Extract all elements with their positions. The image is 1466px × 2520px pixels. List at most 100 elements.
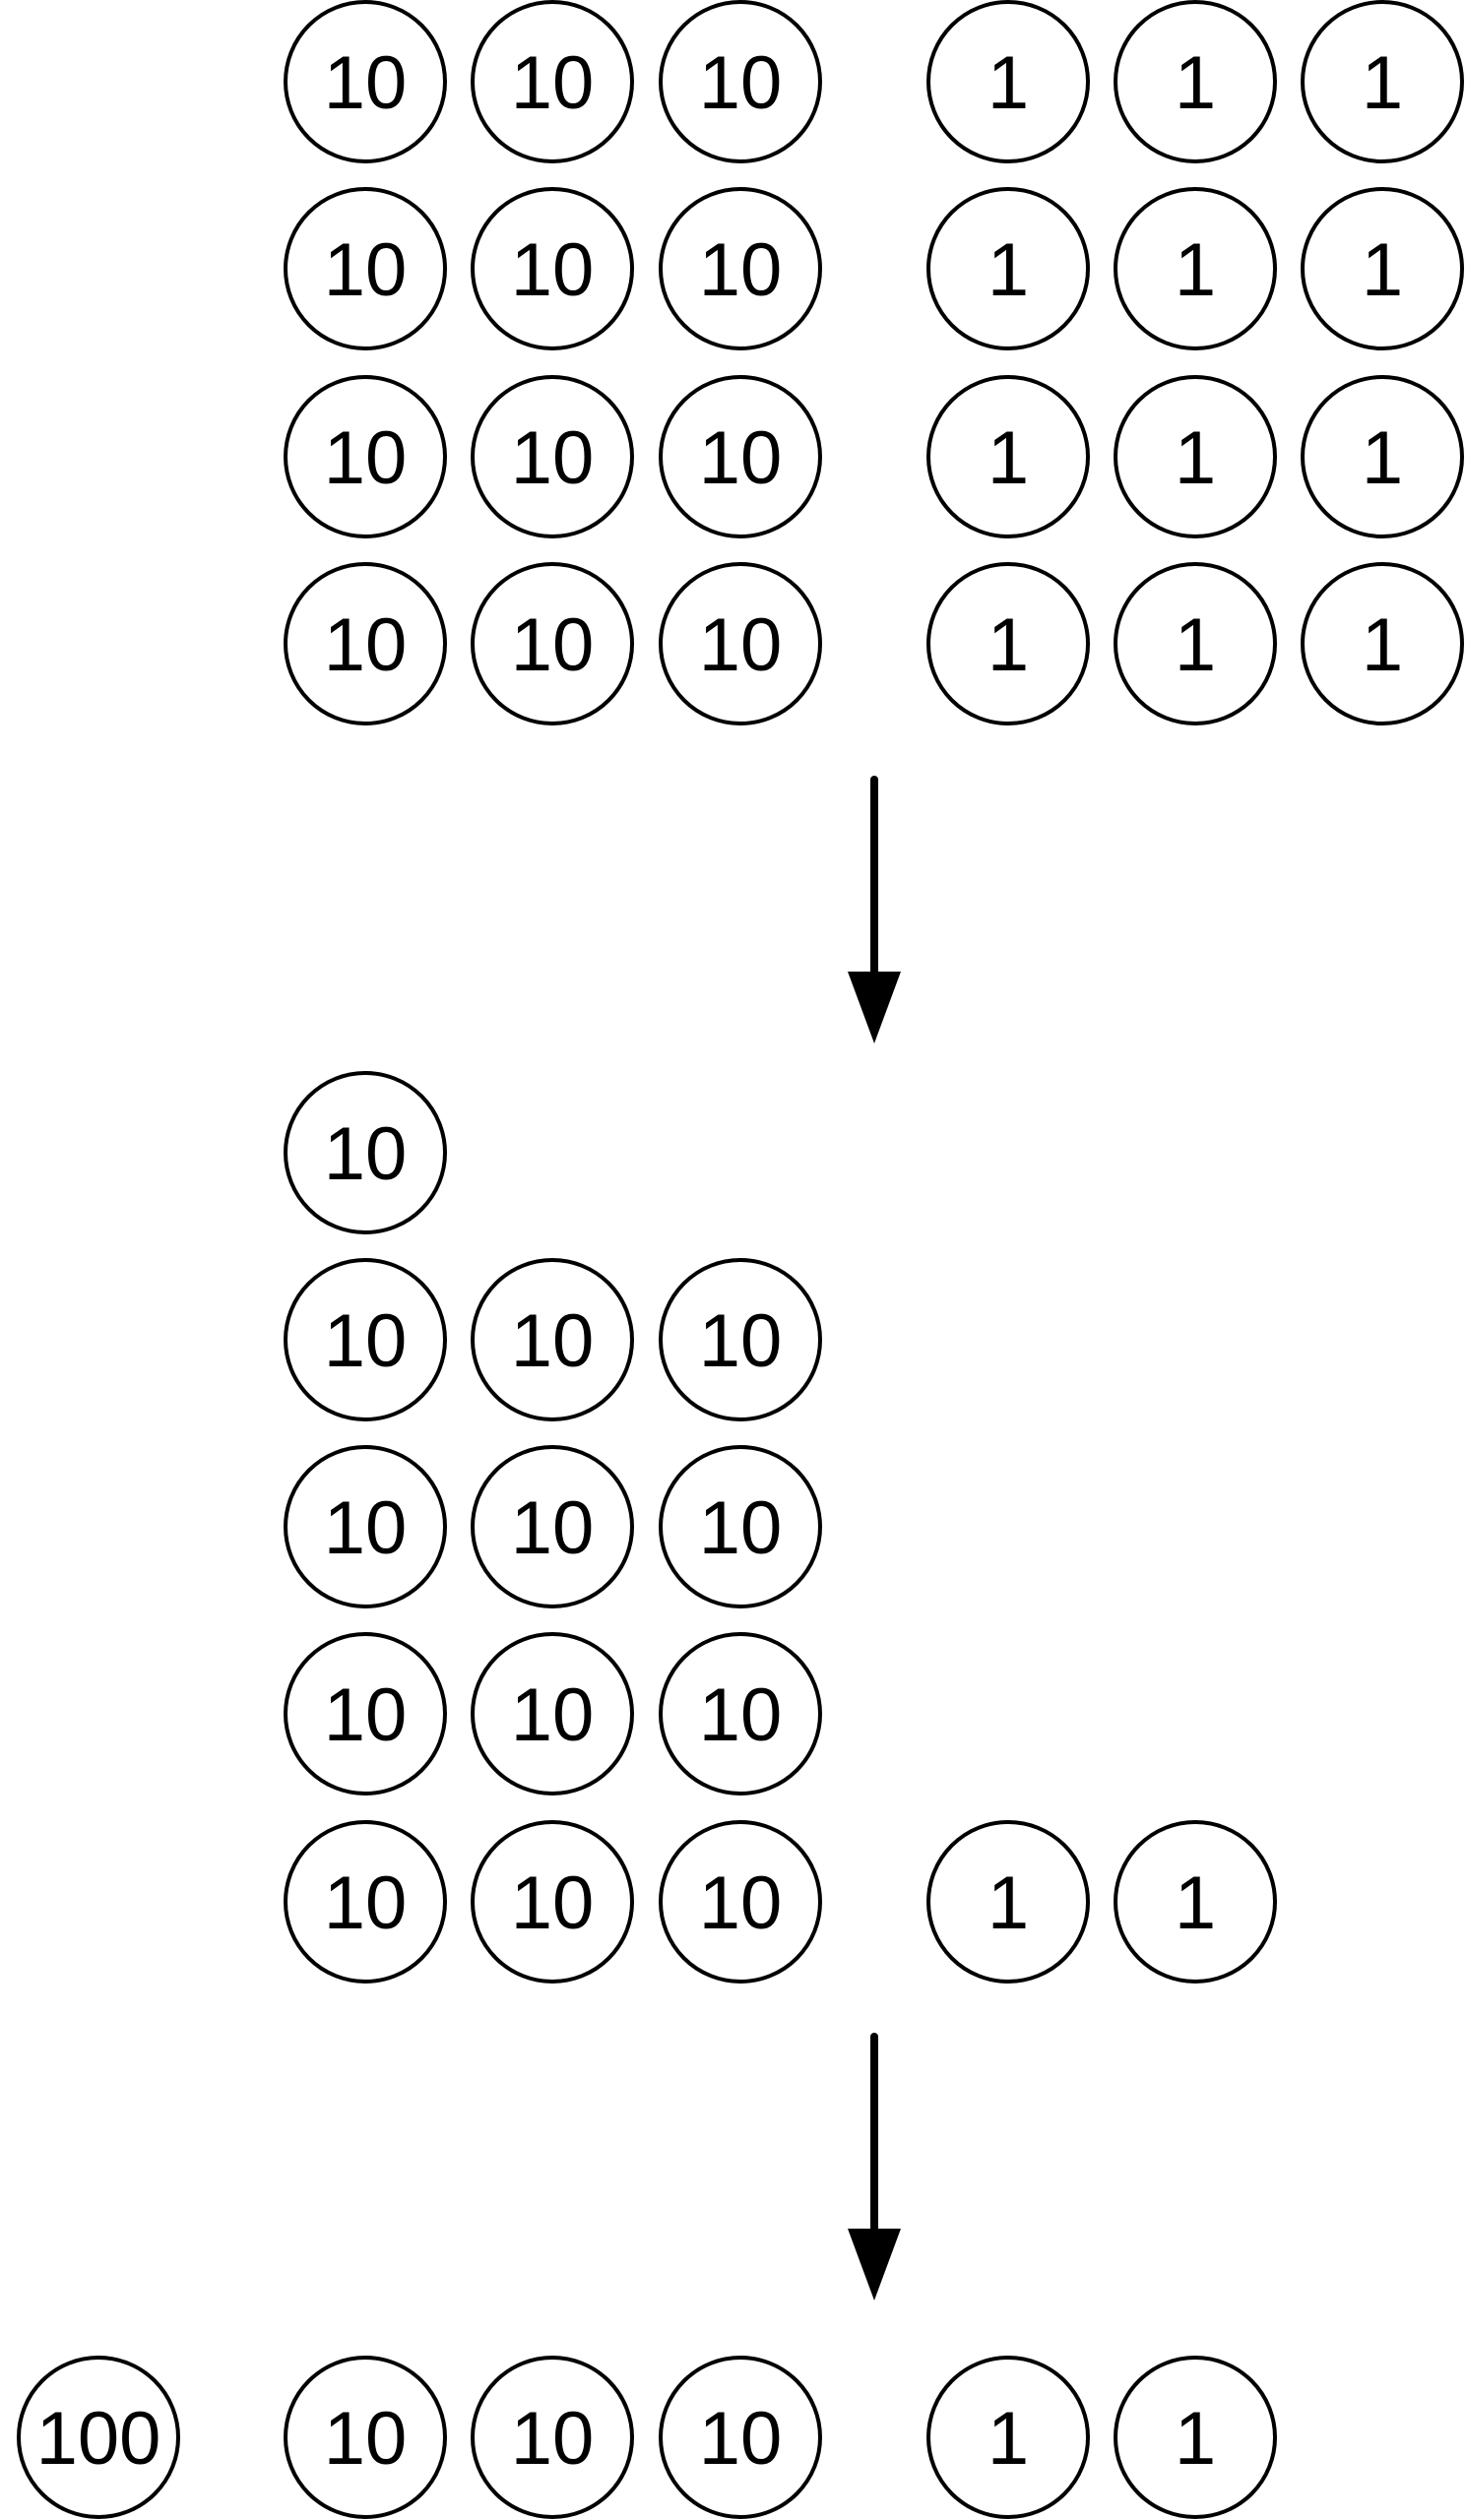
one-disc: 1 — [1301, 562, 1464, 725]
disc-outline — [1114, 2356, 1277, 2519]
disc-outline — [926, 0, 1090, 163]
disc-value: 10 — [324, 1486, 408, 1570]
disc-value: 1 — [988, 603, 1029, 687]
disc-value: 10 — [324, 1861, 408, 1945]
ten-disc: 10 — [659, 562, 822, 725]
ten-disc: 10 — [471, 1820, 634, 1984]
disc-value: 10 — [511, 228, 595, 312]
disc-outline — [1114, 1820, 1277, 1984]
disc-outline — [926, 1820, 1090, 1984]
disc-value: 1 — [1175, 41, 1216, 125]
disc-outline — [284, 2356, 447, 2519]
disc-outline — [1301, 375, 1464, 538]
disc-outline — [659, 1258, 822, 1421]
disc-outline — [1301, 187, 1464, 350]
disc-value: 1 — [1362, 228, 1403, 312]
one-disc: 1 — [1114, 1820, 1277, 1984]
disc-value: 10 — [699, 1861, 783, 1945]
one-disc: 1 — [1114, 0, 1277, 163]
disc-outline — [659, 1445, 822, 1608]
ten-disc: 10 — [659, 375, 822, 538]
disc-value: 1 — [1362, 416, 1403, 500]
disc-outline — [659, 562, 822, 725]
one-disc: 1 — [1301, 375, 1464, 538]
disc-outline — [284, 1258, 447, 1421]
disc-value: 10 — [699, 1299, 783, 1383]
disc-value: 10 — [324, 1673, 408, 1757]
disc-value: 1 — [1175, 1861, 1216, 1945]
disc-value: 1 — [988, 41, 1029, 125]
down-arrow-icon — [848, 776, 901, 1043]
ten-disc: 10 — [659, 1820, 822, 1984]
disc-value: 10 — [699, 1486, 783, 1570]
disc-outline — [471, 187, 634, 350]
disc-outline — [1301, 562, 1464, 725]
disc-outline — [471, 562, 634, 725]
disc-value: 10 — [324, 416, 408, 500]
ten-disc: 10 — [284, 1071, 447, 1234]
disc-outline — [659, 1820, 822, 1984]
ten-disc: 10 — [471, 1445, 634, 1608]
disc-value: 1 — [1175, 228, 1216, 312]
disc-value: 10 — [511, 1299, 595, 1383]
ten-disc: 10 — [471, 562, 634, 725]
disc-outline — [284, 1632, 447, 1796]
disc-outline — [471, 0, 634, 163]
one-disc: 1 — [926, 2356, 1090, 2519]
ten-disc: 10 — [659, 1445, 822, 1608]
disc-value: 10 — [511, 1486, 595, 1570]
ten-disc: 10 — [471, 1632, 634, 1796]
one-disc: 1 — [1114, 2356, 1277, 2519]
disc-outline — [659, 0, 822, 163]
one-disc: 1 — [926, 562, 1090, 725]
disc-value: 1 — [1175, 2397, 1216, 2481]
disc-outline — [1114, 187, 1277, 350]
disc-value: 1 — [988, 228, 1029, 312]
disc-outline — [284, 187, 447, 350]
disc-outline — [659, 187, 822, 350]
ten-disc: 10 — [659, 1258, 822, 1421]
disc-value: 1 — [1362, 603, 1403, 687]
disc-outline — [471, 2356, 634, 2519]
ten-disc: 10 — [284, 187, 447, 350]
disc-outline — [1114, 562, 1277, 725]
disc-value: 10 — [511, 1861, 595, 1945]
disc-value: 10 — [699, 1673, 783, 1757]
disc-value: 10 — [324, 603, 408, 687]
disc-outline — [1301, 0, 1464, 163]
disc-value: 10 — [511, 41, 595, 125]
disc-outline — [926, 562, 1090, 725]
disc-outline — [471, 375, 634, 538]
disc-outline — [1114, 375, 1277, 538]
disc-value: 10 — [324, 41, 408, 125]
disc-outline — [284, 1071, 447, 1234]
disc-value: 1 — [988, 2397, 1029, 2481]
disc-outline — [284, 1445, 447, 1608]
one-disc: 1 — [1114, 562, 1277, 725]
disc-value: 10 — [699, 228, 783, 312]
disc-outline — [17, 2356, 180, 2519]
disc-value: 1 — [1362, 41, 1403, 125]
ten-disc: 10 — [471, 1258, 634, 1421]
disc-outline — [284, 0, 447, 163]
disc-value: 10 — [699, 416, 783, 500]
disc-outline — [659, 375, 822, 538]
disc-value: 10 — [699, 603, 783, 687]
ten-disc: 10 — [284, 0, 447, 163]
one-disc: 1 — [1114, 187, 1277, 350]
one-disc: 1 — [1301, 187, 1464, 350]
disc-outline — [284, 562, 447, 725]
ten-disc: 10 — [471, 187, 634, 350]
ten-disc: 10 — [471, 375, 634, 538]
disc-outline — [284, 1820, 447, 1984]
disc-value: 10 — [324, 1112, 408, 1196]
ten-disc: 10 — [659, 0, 822, 163]
disc-value: 10 — [699, 41, 783, 125]
one-disc: 1 — [926, 375, 1090, 538]
one-disc: 1 — [926, 187, 1090, 350]
ten-disc: 10 — [284, 1820, 447, 1984]
disc-outline — [926, 187, 1090, 350]
disc-outline — [1114, 0, 1277, 163]
